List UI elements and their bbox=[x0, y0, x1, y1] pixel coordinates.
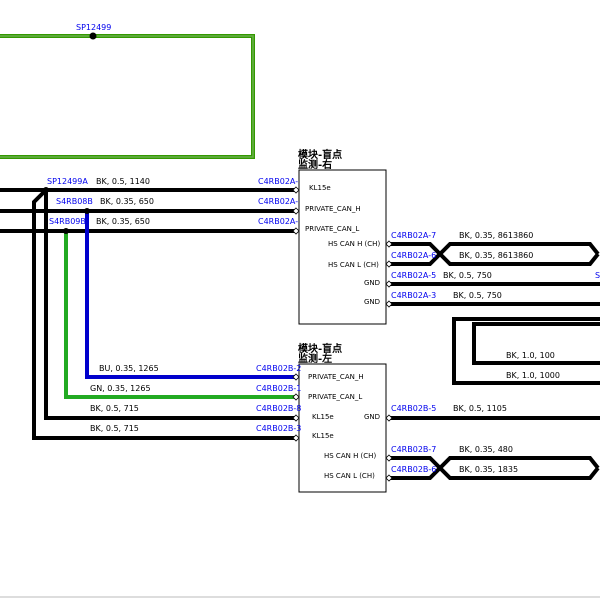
connector-label-c4rb02a-2[interactable]: C4RB02A-2 bbox=[258, 197, 303, 206]
module-left-pin-private-can-l: PRIVATE_CAN_L bbox=[308, 393, 362, 401]
module-right-title-1: 模块-盲点 bbox=[298, 148, 342, 161]
connector-label-c4rb02a-8[interactable]: C4RB02A-8 bbox=[258, 177, 303, 186]
connector-label-c4rb02b-6[interactable]: C4RB02B-6 bbox=[391, 465, 436, 474]
splice-dot-sp12499a bbox=[43, 187, 49, 193]
wire-splice-a-drop-1[interactable] bbox=[32, 188, 296, 440]
pin-terminal bbox=[385, 414, 393, 422]
green-loop-wire-core bbox=[0, 35, 254, 158]
splice-dot-s4rb08b bbox=[84, 208, 90, 214]
pin-terminal bbox=[385, 280, 393, 288]
pin-terminal bbox=[292, 373, 300, 381]
pin-terminal bbox=[292, 414, 300, 422]
pin-terminal bbox=[385, 300, 393, 308]
module-left-pin-hs-can-l: HS CAN L (CH) bbox=[324, 472, 375, 480]
module-left-pin-kl15e-1: KL15e bbox=[312, 413, 334, 421]
module-left-title-2: 监测-左 bbox=[298, 352, 332, 365]
connector-label-c4rb02b-1[interactable]: C4RB02B-1 bbox=[256, 384, 301, 393]
wire-splice-a-drop-2[interactable] bbox=[44, 190, 296, 420]
connector-label-c4rb02a-5[interactable]: C4RB02A-5 bbox=[391, 271, 436, 280]
splice-label-sp12499[interactable]: SP12499 bbox=[76, 23, 111, 32]
pin-terminal bbox=[292, 434, 300, 442]
pin-terminal bbox=[385, 474, 393, 482]
module-right-pin-hs-can-h: HS CAN H (CH) bbox=[328, 240, 380, 248]
pin-terminal bbox=[292, 207, 300, 215]
wire-hs-can-h-left[interactable] bbox=[389, 456, 600, 471]
wire-hs-can-l-right[interactable] bbox=[389, 251, 600, 266]
wire-spec-left-top-1: BK, 0.5, 1140 bbox=[96, 177, 150, 186]
module-right-pin-gnd-2: GND bbox=[364, 298, 380, 306]
module-right-pin-kl15e: KL15e bbox=[309, 184, 331, 192]
wire-spec-left-bottom-3: BK, 0.5, 715 bbox=[90, 404, 139, 413]
module-left-pin-gnd: GND bbox=[364, 413, 380, 421]
module-left-pin-kl15e-2: KL15e bbox=[312, 432, 334, 440]
pin-terminal bbox=[385, 240, 393, 248]
connector-label-c4rb02a-7[interactable]: C4RB02A-7 bbox=[391, 231, 436, 240]
wire-loop-outer[interactable] bbox=[452, 317, 600, 385]
module-right-pin-gnd-1: GND bbox=[364, 279, 380, 287]
connector-label-c4rb02b-5[interactable]: C4RB02B-5 bbox=[391, 404, 436, 413]
wire-spec-right-bottom-2: BK, 0.35, 480 bbox=[459, 445, 513, 454]
wire-loop-inner[interactable] bbox=[472, 322, 600, 365]
wire-bu-can-h-left[interactable] bbox=[85, 211, 296, 379]
wire-spec-left-bottom-4: BK, 0.5, 715 bbox=[90, 424, 139, 433]
module-right-pin-private-can-l: PRIVATE_CAN_L bbox=[305, 225, 359, 233]
module-right-pin-private-can-h: PRIVATE_CAN_H bbox=[305, 205, 361, 213]
wire-spec-loop-1: BK, 1.0, 100 bbox=[506, 351, 555, 360]
pin-terminal bbox=[292, 393, 300, 401]
connector-label-c4rb02b-2[interactable]: C4RB02B-2 bbox=[256, 364, 301, 373]
wire-spec-loop-2: BK, 1.0, 1000 bbox=[506, 371, 560, 380]
wire-gn-can-l-left[interactable] bbox=[64, 231, 296, 399]
wire-spec-left-bottom-1: BU, 0.35, 1265 bbox=[99, 364, 159, 373]
pin-terminal bbox=[385, 260, 393, 268]
module-right-pin-hs-can-l: HS CAN L (CH) bbox=[328, 261, 379, 269]
module-blind-spot-left[interactable] bbox=[298, 363, 387, 493]
wire-spec-right-top-4: BK, 0.5, 750 bbox=[453, 291, 502, 300]
wire-spec-left-top-3: BK, 0.35, 650 bbox=[96, 217, 150, 226]
wire-spec-right-top-1: BK, 0.35, 8613860 bbox=[459, 231, 533, 240]
wire-spec-right-bottom-1: BK, 0.5, 1105 bbox=[453, 404, 507, 413]
connector-label-c4rb02a-6[interactable]: C4RB02A-6 bbox=[391, 251, 436, 260]
pin-terminal bbox=[292, 227, 300, 235]
pin-terminal bbox=[385, 454, 393, 462]
wire-spec-right-bottom-3: BK, 0.35, 1835 bbox=[459, 465, 518, 474]
green-loop-wire[interactable] bbox=[0, 34, 255, 159]
module-left-pin-hs-can-h: HS CAN H (CH) bbox=[324, 452, 376, 460]
splice-label-s4rb09b[interactable]: S4RB09B bbox=[49, 217, 86, 226]
module-blind-spot-right[interactable] bbox=[298, 169, 387, 325]
splice-dot-s4rb09b bbox=[63, 228, 69, 234]
connector-label-c4rb02b-3[interactable]: C4RB02B-3 bbox=[256, 424, 301, 433]
pin-terminals bbox=[292, 186, 393, 482]
wire-spec-right-top-3: BK, 0.5, 750 bbox=[443, 271, 492, 280]
edge-label-s: S bbox=[595, 271, 600, 280]
connector-label-c4rb02a-3[interactable]: C4RB02A-3 bbox=[391, 291, 436, 300]
module-right-title-2: 监测-右 bbox=[298, 158, 332, 171]
module-left-pin-private-can-h: PRIVATE_CAN_H bbox=[308, 373, 364, 381]
splice-label-sp12499a[interactable]: SP12499A bbox=[47, 177, 88, 186]
wire-spec-left-bottom-2: GN, 0.35, 1265 bbox=[90, 384, 151, 393]
pin-terminal bbox=[292, 186, 300, 194]
connector-label-c4rb02a-1[interactable]: C4RB02A-1 bbox=[258, 217, 303, 226]
wire-hs-can-l-left[interactable] bbox=[389, 465, 600, 480]
connector-label-c4rb02b-7[interactable]: C4RB02B-7 bbox=[391, 445, 436, 454]
wire-spec-left-top-2: BK, 0.35, 650 bbox=[100, 197, 154, 206]
splice-label-s4rb08b[interactable]: S4RB08B bbox=[56, 197, 93, 206]
wire-hs-can-h-right[interactable] bbox=[389, 242, 600, 257]
connector-label-c4rb02b-8[interactable]: C4RB02B-8 bbox=[256, 404, 301, 413]
wire-spec-right-top-2: BK, 0.35, 8613860 bbox=[459, 251, 533, 260]
splice-dot-sp12499 bbox=[89, 32, 97, 40]
module-left-title-1: 模块-盲点 bbox=[298, 342, 342, 355]
